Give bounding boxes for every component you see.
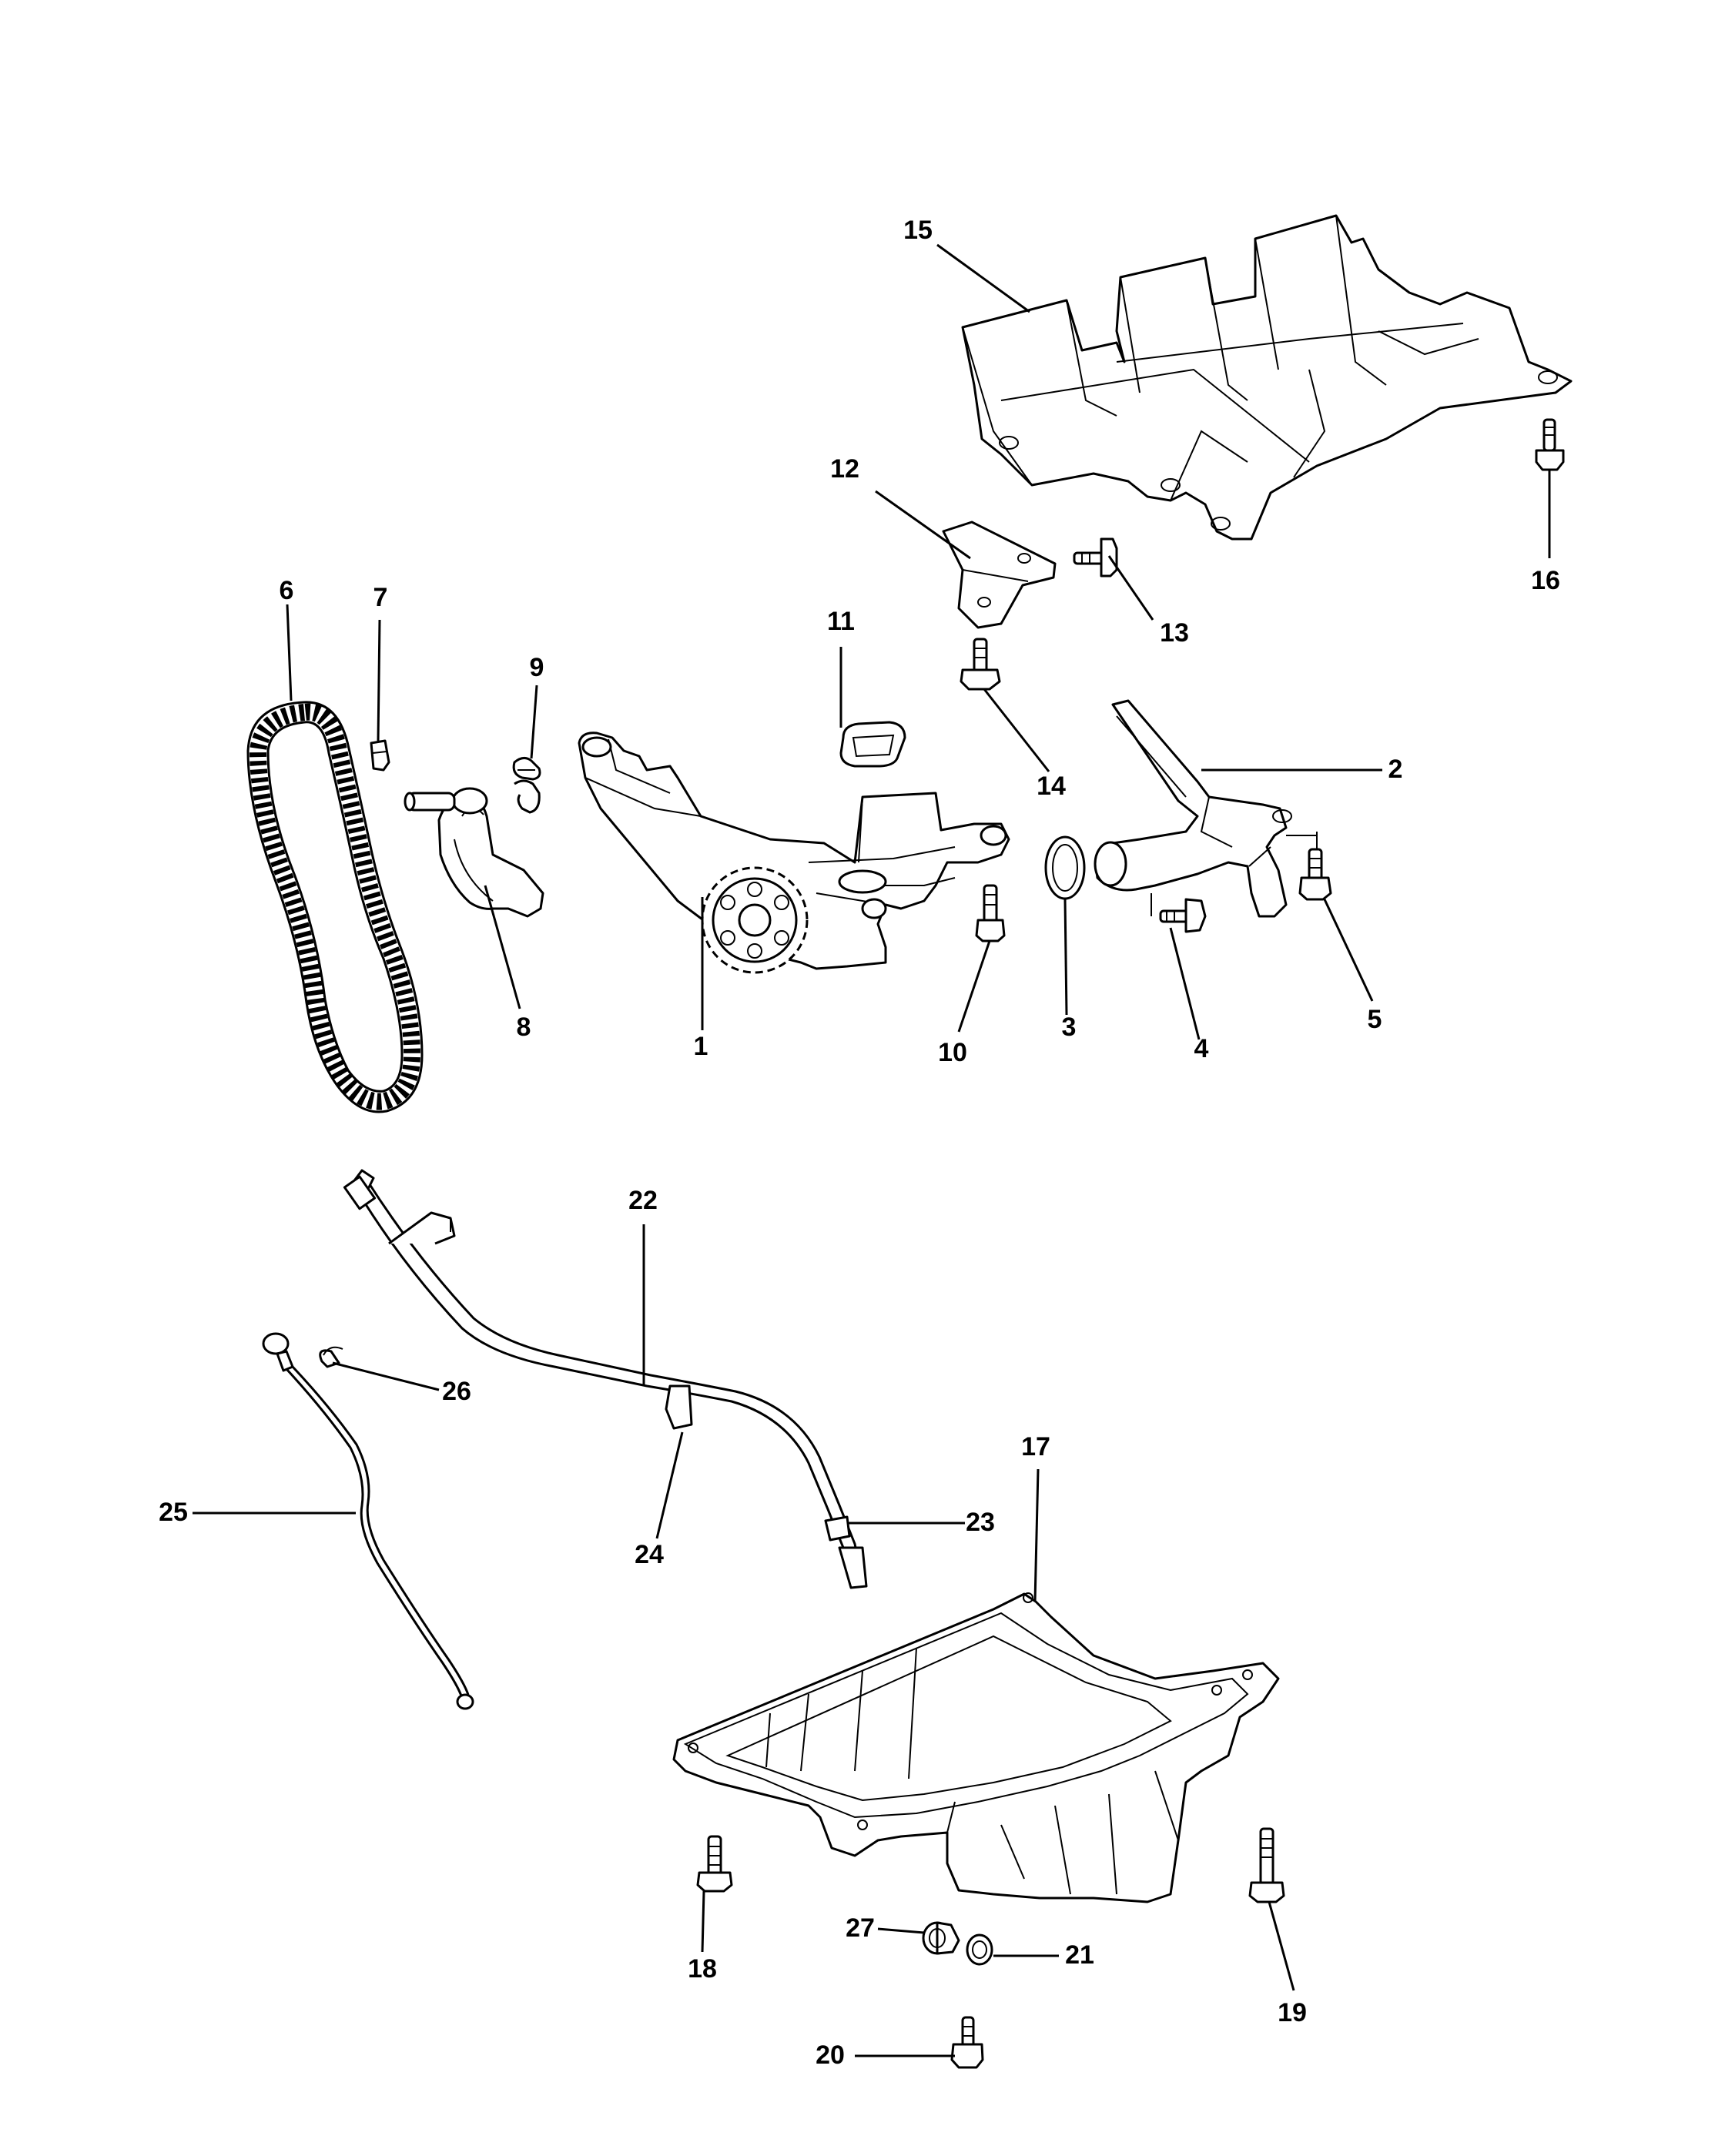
leader-9 [530, 685, 538, 759]
leader-10 [957, 940, 991, 1033]
callout-8: 8 [517, 1013, 531, 1042]
leader-26 [332, 1361, 440, 1391]
callout-labels: 1 2 3 4 5 6 7 8 9 10 11 12 13 14 15 16 1… [159, 216, 1560, 2070]
callout-24: 24 [635, 1540, 664, 1569]
part-bolt-10 [975, 884, 1006, 942]
part-bolt-20 [950, 2016, 984, 2069]
callout-7: 7 [373, 583, 388, 612]
callout-10: 10 [938, 1038, 967, 1067]
leader-3 [1063, 899, 1068, 1016]
part-oil-pan [672, 1592, 1280, 1903]
callout-12: 12 [830, 454, 859, 484]
leader-8 [484, 885, 521, 1009]
part-spring-9 [512, 757, 541, 814]
callout-14: 14 [1037, 772, 1066, 801]
callout-5: 5 [1368, 1005, 1382, 1034]
part-bolt-18 [696, 1835, 733, 1893]
callout-4: 4 [1194, 1034, 1209, 1063]
callout-9: 9 [530, 653, 544, 682]
leader-13 [1107, 555, 1154, 621]
part-bolt-19 [1248, 1827, 1285, 1903]
callout-1: 1 [694, 1032, 708, 1061]
part-pickup-tube [1094, 699, 1318, 918]
leader-4 [1169, 927, 1201, 1040]
leader-lines [193, 243, 1551, 2057]
leader-27 [877, 1927, 925, 1934]
callout-11: 11 [827, 607, 855, 636]
part-dipstick [262, 1332, 474, 1710]
part-sealing-ring [966, 1933, 993, 1966]
callout-15: 15 [903, 216, 933, 245]
leader-12 [875, 490, 971, 560]
callout-26: 26 [442, 1377, 471, 1406]
leader-18 [701, 1890, 705, 1953]
part-bolt-16 [1535, 418, 1565, 471]
leader-17 [1033, 1468, 1040, 1602]
callout-20: 20 [816, 2040, 845, 2070]
callout-16: 16 [1531, 566, 1560, 595]
part-bolt-4 [1159, 898, 1207, 933]
callout-13: 13 [1160, 618, 1189, 648]
leader-6 [286, 604, 293, 701]
part-bolt-14 [960, 638, 1001, 691]
leader-24 [655, 1431, 684, 1539]
callout-2: 2 [1388, 755, 1403, 784]
leader-7 [377, 619, 381, 742]
leader-19 [1268, 1901, 1295, 1991]
callout-23: 23 [966, 1508, 995, 1537]
part-o-ring-3 [1044, 835, 1086, 900]
leader-15 [936, 243, 1030, 313]
leader-14 [983, 688, 1050, 772]
callout-22: 22 [628, 1186, 658, 1215]
callout-3: 3 [1062, 1013, 1077, 1042]
callout-27: 27 [846, 1913, 875, 1943]
part-dipstick-tube [343, 1169, 868, 1589]
callout-18: 18 [688, 1954, 717, 1984]
part-tensioner-8 [404, 787, 544, 918]
part-gasket-11 [839, 721, 906, 768]
leader-5 [1323, 899, 1374, 1002]
part-drain-plug [922, 1921, 960, 1955]
callout-25: 25 [159, 1498, 188, 1527]
callout-6: 6 [280, 576, 294, 605]
part-timing-chain [246, 701, 424, 1113]
part-bracket-12 [942, 521, 1057, 629]
callout-21: 21 [1065, 1940, 1094, 1970]
callout-19: 19 [1278, 1998, 1307, 2027]
part-clip-7 [370, 739, 390, 772]
part-bolt-5 [1298, 848, 1332, 901]
callout-17: 17 [1021, 1432, 1050, 1461]
part-windage-tray [961, 214, 1573, 541]
part-oil-pump [578, 732, 1010, 974]
